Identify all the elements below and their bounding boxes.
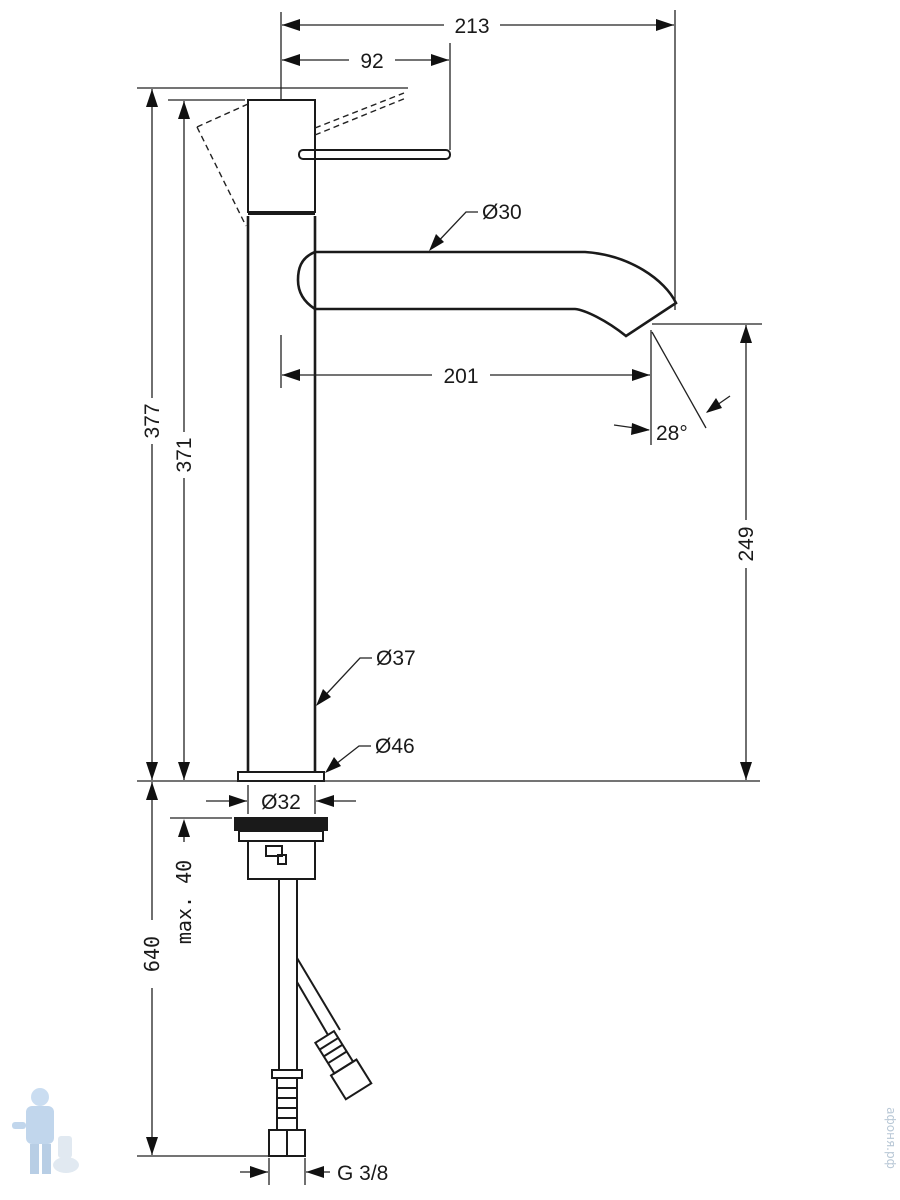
spout-reach-label: 201	[443, 365, 478, 388]
callout-spout-diameter: Ø30	[429, 201, 522, 251]
hose-length-label: 640	[140, 936, 164, 972]
mounting-washer	[234, 817, 328, 831]
dim-body-height: 371	[170, 101, 198, 780]
dim-hose-length: 640	[137, 782, 268, 1157]
outlet-angle-label: 28°	[656, 422, 688, 445]
body-diameter-label: Ø37	[376, 647, 416, 670]
dim-total-height: 377	[138, 89, 166, 780]
dim-overall-reach: 213	[282, 12, 674, 38]
dim-connection-thread: G 3/8	[240, 1158, 388, 1185]
mounting-nut	[247, 840, 316, 880]
angled-hose-fitting	[313, 1029, 373, 1101]
spout-height-label: 249	[735, 526, 758, 561]
dim-handle-reach: 92	[282, 47, 449, 73]
dim-max-thickness: max. 40	[170, 817, 232, 962]
mounting-clip	[265, 845, 283, 857]
mounting-assembly	[234, 817, 373, 1157]
dim-hole-diameter: Ø32	[206, 785, 356, 814]
angled-hose	[296, 957, 341, 1031]
spout-joint	[296, 250, 316, 311]
hole-diameter-label: Ø32	[261, 791, 301, 814]
faucet-body	[237, 99, 678, 782]
connection-thread-label: G 3/8	[337, 1162, 388, 1185]
spout-diameter-label: Ø30	[482, 201, 522, 224]
dim-outlet-angle: 28°	[613, 331, 731, 445]
lever-cap	[247, 99, 316, 213]
callout-base-diameter: Ø46	[325, 735, 415, 773]
total-height-label: 377	[141, 403, 164, 438]
body-height-label: 371	[173, 437, 196, 472]
lever-swing-outline	[196, 92, 407, 227]
max-thickness-label: max. 40	[172, 860, 196, 944]
watermark-site: афоня.рф	[884, 1107, 898, 1169]
dim-spout-reach: 201	[280, 330, 652, 445]
handle-reach-label: 92	[360, 50, 383, 73]
callout-body-diameter: Ø37	[316, 647, 416, 706]
base-diameter-label: Ø46	[375, 735, 415, 758]
plumber-mascot-logo	[12, 1088, 79, 1174]
base-ring	[237, 771, 325, 782]
spout	[315, 250, 678, 338]
lever-handle	[298, 149, 451, 160]
hose-thread	[276, 1077, 298, 1131]
hose-ferrule	[271, 1069, 303, 1079]
overall-reach-label: 213	[454, 15, 489, 38]
dim-spout-height: 249	[652, 323, 762, 780]
